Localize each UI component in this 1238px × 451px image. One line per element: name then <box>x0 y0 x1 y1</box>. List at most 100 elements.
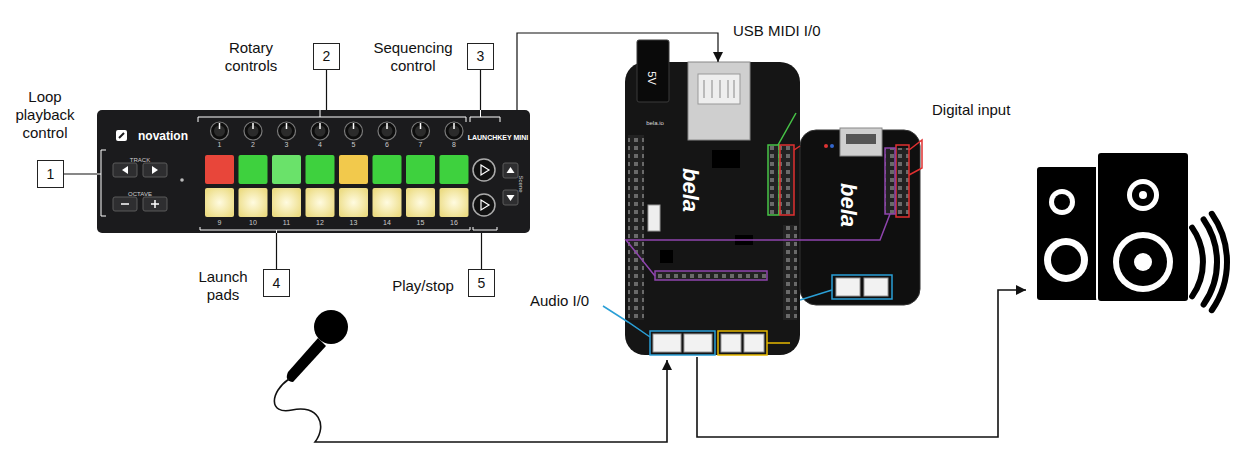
rotary-knobs <box>378 122 396 140</box>
audio-connectors <box>864 278 888 296</box>
bracket <box>320 110 321 117</box>
pin-highlight <box>896 145 909 217</box>
text-holder: 15 <box>412 219 430 227</box>
leader-line <box>276 233 277 269</box>
speaker-icon <box>1113 232 1173 292</box>
status-led <box>180 178 184 182</box>
rotary-knobs <box>412 122 430 140</box>
launch-pads <box>272 155 301 184</box>
audio-connectors <box>653 334 681 352</box>
text-holder: Audio I/0 <box>530 292 600 310</box>
text-holder: Digital input <box>932 101 1042 119</box>
text-holder: Play/stop <box>383 277 463 295</box>
callout-number: 3 <box>477 48 485 64</box>
launch-pads <box>373 188 402 217</box>
control-number: 8 <box>445 141 463 149</box>
scene-buttons <box>507 167 515 173</box>
control-number: 16 <box>445 219 463 227</box>
text-holder: 13 <box>345 219 363 227</box>
control-number: 7 <box>412 141 430 149</box>
leader-line <box>326 70 327 110</box>
pin-header <box>768 145 794 215</box>
pin-header <box>885 148 909 214</box>
usb-connector <box>840 128 882 156</box>
control-number: 9 <box>211 219 229 227</box>
rotary-knobs <box>445 122 463 140</box>
pin-highlight <box>909 140 922 175</box>
text-holder: TRACK <box>130 148 150 166</box>
speaker-icon <box>1204 220 1217 305</box>
leader-line <box>480 70 481 110</box>
text-holder: 8 <box>445 141 463 149</box>
launch-pads <box>339 155 368 184</box>
audio-connectors <box>653 334 764 352</box>
text-holder: 5 <box>478 274 486 292</box>
text-holder: bela <box>836 183 860 227</box>
speaker-icon <box>1049 189 1075 215</box>
text-holder: 2 <box>323 47 331 65</box>
button-caption: Scene <box>517 175 524 192</box>
launch-pads <box>406 155 435 184</box>
microphone-icon <box>314 310 348 344</box>
control-number: 2 <box>244 141 262 149</box>
pin-highlight <box>768 145 779 215</box>
control-number: 6 <box>378 141 396 149</box>
midi-controller-drawing <box>97 110 530 233</box>
power-label: 5V <box>646 71 658 84</box>
text-holder: 3 <box>278 141 296 149</box>
track-buttons <box>152 166 158 174</box>
pin-highlight <box>767 342 790 344</box>
speaker-icon <box>1054 194 1070 210</box>
text-holder: LAUNCHKEY MINI <box>468 126 529 144</box>
pin-highlight <box>794 146 800 150</box>
scene-buttons <box>503 163 518 178</box>
octave-buttons <box>154 200 156 208</box>
scene-buttons <box>503 190 518 205</box>
callout-caption: Sequencing control <box>361 39 465 75</box>
button-caption: OCTAVE <box>128 191 152 198</box>
power-jack <box>637 40 669 102</box>
status-led <box>830 144 834 148</box>
track-buttons <box>122 166 128 174</box>
launch-pads <box>339 188 368 217</box>
pin-highlight <box>832 275 892 299</box>
text-holder: 16 <box>445 219 463 227</box>
bracket <box>480 110 481 117</box>
audio-connectors <box>744 334 764 352</box>
pin-highlight <box>655 271 767 280</box>
midi-controller: novationTRACKOCTAVELAUNCHKEY MINIScene <box>97 110 530 233</box>
text-holder: 12 <box>311 219 329 227</box>
speaker-icon <box>1134 253 1152 271</box>
circuit-board <box>625 62 800 355</box>
microphone-icon <box>287 338 326 382</box>
control-number: 11 <box>278 219 296 227</box>
button-caption: TRACK <box>130 157 150 164</box>
text-holder: 5 <box>345 141 363 149</box>
leader-line <box>517 33 718 110</box>
text-holder: 6 <box>378 141 396 149</box>
speaker-icon <box>1037 167 1099 300</box>
speaker-icon <box>1212 214 1227 310</box>
launch-pads <box>440 155 469 184</box>
rotary-knobs <box>345 122 363 140</box>
launch-pads <box>239 155 268 184</box>
usb-connector <box>688 62 750 140</box>
text-holder: 7 <box>412 141 430 149</box>
bracket <box>198 117 466 122</box>
speaker-icon <box>1139 191 1147 199</box>
callout-box: 2 <box>313 43 340 70</box>
usb-connector <box>688 62 750 140</box>
octave-buttons <box>113 197 137 211</box>
speaker-icon <box>1119 238 1167 286</box>
text-holder: 4 <box>311 141 329 149</box>
control-number: 3 <box>278 141 296 149</box>
bracket <box>97 174 101 175</box>
launch-pads <box>239 188 268 217</box>
speaker-icon <box>1192 228 1203 297</box>
bela-board-drawing <box>625 40 800 355</box>
usb-connector <box>698 74 740 104</box>
text-holder: bela.io <box>646 111 664 129</box>
text-holder: 10 <box>244 219 262 227</box>
